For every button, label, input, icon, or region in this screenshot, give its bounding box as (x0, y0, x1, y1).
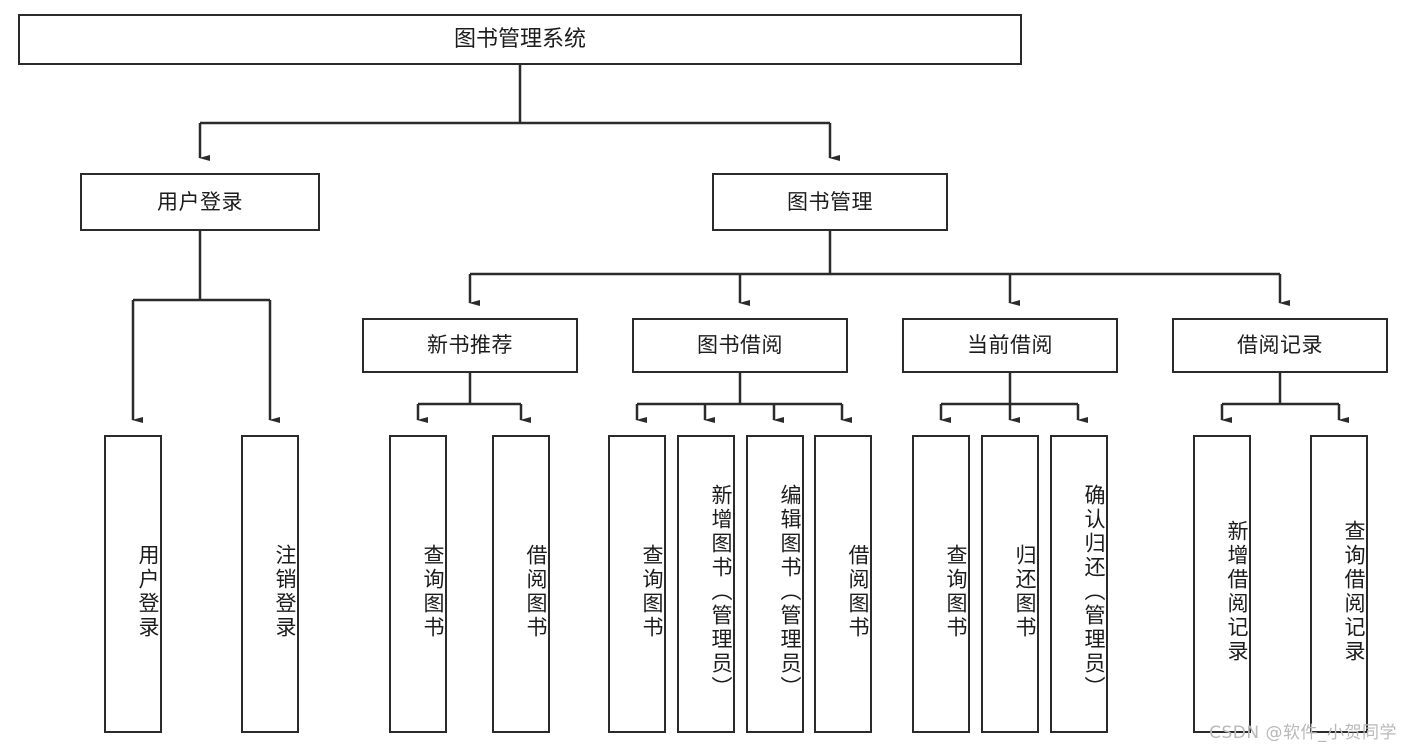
leaf-edit-book-admin[interactable]: 编辑图书（管理员） (746, 435, 804, 733)
leaf-query-book-current[interactable]: 查询图书 (912, 435, 970, 733)
node-label: 用户登录 (136, 544, 160, 640)
node-label: 确认归还（管理员） (1082, 484, 1106, 700)
csdn-watermark: CSDN @软件_小贺同学 (1209, 723, 1397, 743)
node-label: 新书推荐 (427, 333, 513, 358)
node-label: 新增借阅记录 (1225, 520, 1249, 664)
node-book-borrow[interactable]: 图书借阅 (632, 318, 848, 373)
node-label: 新增图书（管理员） (709, 484, 733, 700)
leaf-user-login[interactable]: 用户登录 (104, 435, 162, 733)
leaf-return-book[interactable]: 归还图书 (981, 435, 1039, 733)
node-user-login[interactable]: 用户登录 (80, 173, 320, 231)
node-label: 当前借阅 (967, 333, 1053, 358)
node-label: 查询图书 (640, 544, 664, 640)
node-label: 用户登录 (157, 189, 243, 214)
node-new-book-recommend[interactable]: 新书推荐 (362, 318, 578, 373)
node-root-system[interactable]: 图书管理系统 (18, 14, 1022, 65)
node-label: 借阅记录 (1237, 333, 1323, 358)
node-label: 借阅图书 (524, 544, 548, 640)
node-label: 注销登录 (273, 544, 297, 640)
leaf-borrow-book-newbook[interactable]: 借阅图书 (492, 435, 550, 733)
node-label: 编辑图书（管理员） (778, 484, 802, 700)
node-label: 图书借阅 (697, 333, 783, 358)
node-label: 查询图书 (944, 544, 968, 640)
leaf-add-borrow-record[interactable]: 新增借阅记录 (1193, 435, 1251, 733)
leaf-add-book-admin[interactable]: 新增图书（管理员） (677, 435, 735, 733)
node-label: 图书管理 (787, 189, 873, 214)
leaf-borrow-book[interactable]: 借阅图书 (814, 435, 872, 733)
leaf-query-book-newbook[interactable]: 查询图书 (389, 435, 447, 733)
node-book-management[interactable]: 图书管理 (712, 173, 948, 231)
node-label: 查询借阅记录 (1342, 520, 1366, 664)
leaf-confirm-return-admin[interactable]: 确认归还（管理员） (1050, 435, 1108, 733)
node-label: 归还图书 (1013, 544, 1037, 640)
leaf-query-book-borrow[interactable]: 查询图书 (608, 435, 666, 733)
leaf-query-borrow-record[interactable]: 查询借阅记录 (1310, 435, 1368, 733)
node-label: 图书管理系统 (453, 26, 586, 52)
node-label: 查询图书 (421, 544, 445, 640)
leaf-logout[interactable]: 注销登录 (241, 435, 299, 733)
node-borrow-record[interactable]: 借阅记录 (1172, 318, 1388, 373)
node-label: 借阅图书 (846, 544, 870, 640)
node-current-borrow[interactable]: 当前借阅 (902, 318, 1118, 373)
